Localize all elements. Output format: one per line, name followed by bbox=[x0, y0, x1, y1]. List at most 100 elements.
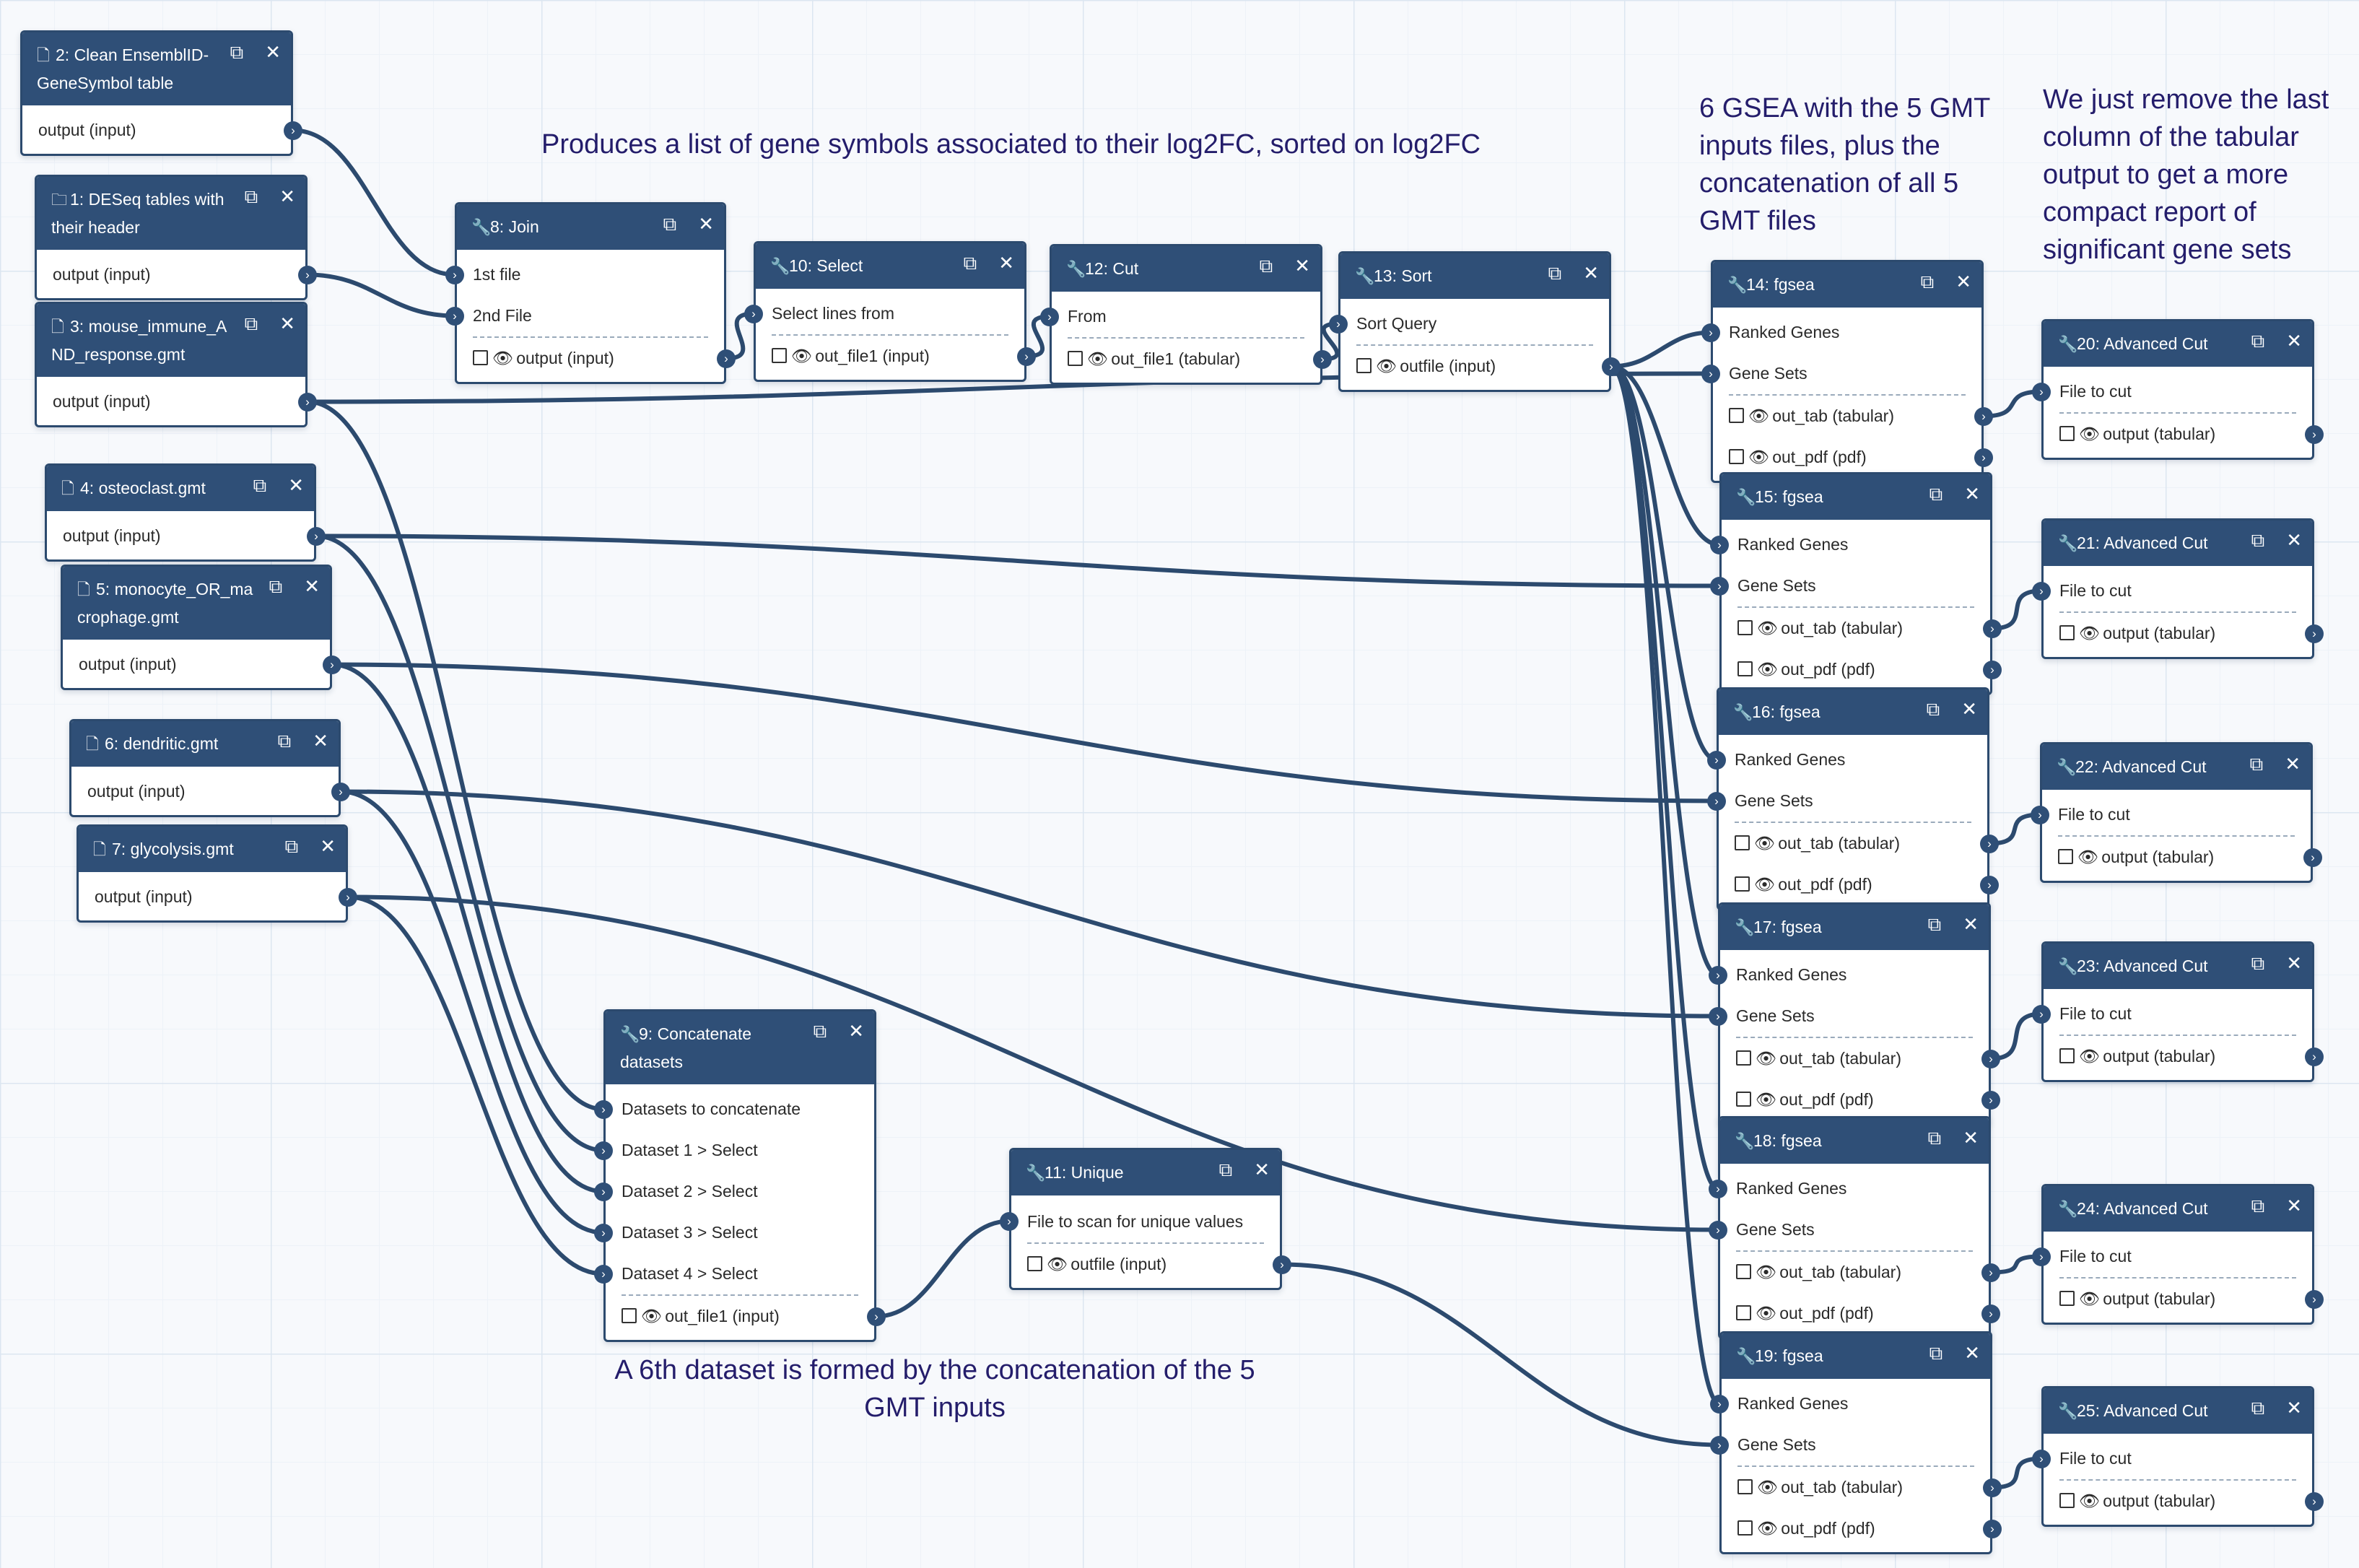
copy-icon[interactable]: ⧉ bbox=[1926, 698, 1940, 720]
input-terminal[interactable]: › bbox=[2032, 1247, 2051, 1266]
eye-icon[interactable]: 👁 bbox=[2079, 624, 2101, 643]
output-checkbox[interactable] bbox=[1737, 1479, 1753, 1495]
input-terminal[interactable]: › bbox=[1329, 314, 1348, 334]
close-icon[interactable]: ✕ bbox=[304, 575, 320, 597]
input-terminal[interactable]: › bbox=[594, 1223, 613, 1242]
connection-wire[interactable] bbox=[339, 789, 606, 1235]
copy-icon[interactable]: ⧉ bbox=[2251, 1397, 2265, 1419]
connection-wire[interactable] bbox=[1989, 1011, 2044, 1061]
output-checkbox[interactable] bbox=[1735, 835, 1750, 851]
output-terminal[interactable]: › bbox=[717, 349, 736, 368]
tool-node-advanced-cut[interactable]: 🔧23: Advanced Cut⧉✕ ›File to cut 👁output… bbox=[2032, 941, 2324, 1082]
close-icon[interactable]: ✕ bbox=[279, 313, 295, 334]
tool-node-sort[interactable]: 🔧13: Sort⧉✕ ›Sort Query 👁outfile (input)… bbox=[1329, 251, 1621, 392]
close-icon[interactable]: ✕ bbox=[1961, 698, 1977, 720]
eye-icon[interactable]: 👁 bbox=[1757, 660, 1779, 679]
node-header[interactable]: 🔧25: Advanced Cut⧉✕ bbox=[2044, 1388, 2312, 1434]
output-terminal[interactable]: › bbox=[1313, 349, 1332, 369]
output-terminal[interactable]: › bbox=[1017, 347, 1036, 366]
input-terminal[interactable]: › bbox=[445, 306, 464, 326]
input-node-clean-table[interactable]: 🗋2: Clean EnsemblID-GeneSymbol table⧉✕ o… bbox=[20, 30, 302, 156]
connection-wire[interactable] bbox=[1609, 330, 1713, 369]
copy-icon[interactable]: ⧉ bbox=[663, 213, 677, 235]
close-icon[interactable]: ✕ bbox=[2285, 753, 2301, 775]
node-header[interactable]: 🔧16: fgsea⧉✕ bbox=[1719, 689, 1987, 735]
tool-node-cut[interactable]: 🔧12: Cut⧉✕ ›From 👁out_file1 (tabular)› bbox=[1040, 244, 1332, 385]
connection-wire[interactable] bbox=[1280, 1262, 1722, 1447]
output-checkbox[interactable] bbox=[2058, 849, 2073, 865]
connection-wire[interactable] bbox=[339, 789, 1720, 1019]
node-header[interactable]: 🔧21: Advanced Cut⧉✕ bbox=[2044, 521, 2312, 566]
close-icon[interactable]: ✕ bbox=[848, 1020, 864, 1042]
copy-icon[interactable]: ⧉ bbox=[1259, 255, 1273, 276]
close-icon[interactable]: ✕ bbox=[313, 730, 328, 752]
input-terminal[interactable]: › bbox=[1709, 965, 1727, 985]
input-terminal[interactable]: › bbox=[1701, 323, 1720, 342]
input-node-dendritic-gmt[interactable]: 🗋6: dendritic.gmt⧉✕ output (input)› bbox=[69, 719, 350, 817]
close-icon[interactable]: ✕ bbox=[1964, 1342, 1980, 1364]
eye-icon[interactable]: 👁 bbox=[492, 349, 514, 367]
close-icon[interactable]: ✕ bbox=[288, 474, 304, 496]
copy-icon[interactable]: ⧉ bbox=[813, 1020, 827, 1042]
close-icon[interactable]: ✕ bbox=[1254, 1159, 1270, 1180]
eye-icon[interactable]: 👁 bbox=[1754, 875, 1776, 894]
tool-node-fgsea[interactable]: 🔧14: fgsea⧉✕ ›Ranked Genes ›Gene Sets 👁o… bbox=[1701, 260, 1993, 483]
tool-node-advanced-cut[interactable]: 🔧25: Advanced Cut⧉✕ ›File to cut 👁output… bbox=[2032, 1386, 2324, 1527]
output-terminal[interactable]: › bbox=[1983, 1478, 2002, 1497]
connection-wire[interactable] bbox=[1320, 321, 1340, 362]
connection-wire[interactable] bbox=[330, 662, 1719, 803]
output-terminal[interactable]: › bbox=[323, 655, 341, 674]
eye-icon[interactable]: 👁 bbox=[1376, 357, 1397, 375]
copy-icon[interactable]: ⧉ bbox=[2249, 753, 2264, 775]
output-terminal[interactable]: › bbox=[298, 265, 317, 284]
copy-icon[interactable]: ⧉ bbox=[2251, 952, 2265, 974]
node-header[interactable]: 🔧17: fgsea⧉✕ bbox=[1720, 905, 1989, 950]
tool-node-advanced-cut[interactable]: 🔧24: Advanced Cut⧉✕ ›File to cut 👁output… bbox=[2032, 1184, 2324, 1325]
output-checkbox[interactable] bbox=[2059, 1493, 2075, 1509]
node-header[interactable]: 🔧15: fgsea⧉✕ bbox=[1722, 474, 1990, 520]
output-terminal[interactable]: › bbox=[2305, 1491, 2324, 1511]
close-icon[interactable]: ✕ bbox=[2286, 1397, 2302, 1419]
eye-icon[interactable]: 👁 bbox=[2077, 848, 2099, 866]
node-header[interactable]: 🗋7: glycolysis.gmt⧉✕ bbox=[79, 827, 346, 872]
input-terminal[interactable]: › bbox=[2032, 1004, 2051, 1024]
input-node-osteoclast-gmt[interactable]: 🗋4: osteoclast.gmt⧉✕ output (input)› bbox=[45, 463, 326, 562]
connection-wire[interactable] bbox=[1990, 1456, 2044, 1490]
eye-icon[interactable]: 👁 bbox=[1756, 1090, 1777, 1109]
input-terminal[interactable]: › bbox=[1710, 576, 1729, 596]
output-checkbox[interactable] bbox=[1737, 1520, 1753, 1536]
output-terminal[interactable]: › bbox=[307, 526, 326, 546]
input-terminal[interactable]: › bbox=[1709, 1220, 1727, 1240]
output-terminal[interactable]: › bbox=[1983, 619, 2002, 638]
input-terminal[interactable]: › bbox=[2031, 805, 2049, 824]
output-checkbox[interactable] bbox=[1729, 408, 1744, 424]
eye-icon[interactable]: 👁 bbox=[1757, 1519, 1779, 1538]
close-icon[interactable]: ✕ bbox=[320, 835, 336, 857]
eye-icon[interactable]: 👁 bbox=[1757, 619, 1779, 637]
node-header[interactable]: 🔧20: Advanced Cut⧉✕ bbox=[2044, 321, 2312, 367]
connection-wire[interactable] bbox=[1981, 389, 2044, 419]
input-terminal[interactable]: › bbox=[1701, 364, 1720, 383]
connection-wire[interactable] bbox=[1609, 364, 1719, 762]
output-terminal[interactable]: › bbox=[298, 392, 317, 411]
input-node-deseq-tables[interactable]: 🗀1: DESeq tables with their header⧉✕ out… bbox=[35, 175, 317, 300]
output-terminal[interactable]: › bbox=[1981, 1304, 2000, 1323]
node-header[interactable]: 🔧14: fgsea⧉✕ bbox=[1713, 262, 1981, 308]
output-terminal[interactable]: › bbox=[1981, 1090, 2000, 1110]
connection-wire[interactable] bbox=[1987, 812, 2042, 846]
input-terminal[interactable]: › bbox=[594, 1141, 613, 1160]
tool-node-join[interactable]: 🔧8: Join⧉✕ ›1st file ›2nd File 👁output (… bbox=[445, 202, 736, 384]
eye-icon[interactable]: 👁 bbox=[1756, 1304, 1777, 1323]
copy-icon[interactable]: ⧉ bbox=[1927, 1127, 1942, 1149]
close-icon[interactable]: ✕ bbox=[2286, 330, 2302, 352]
connection-wire[interactable] bbox=[305, 272, 457, 318]
input-terminal[interactable]: › bbox=[594, 1264, 613, 1284]
node-header[interactable]: 🗋5: monocyte_OR_macrophage.gmt⧉✕ bbox=[63, 567, 330, 640]
output-checkbox[interactable] bbox=[1737, 661, 1753, 677]
close-icon[interactable]: ✕ bbox=[2286, 952, 2302, 974]
copy-icon[interactable]: ⧉ bbox=[1929, 1342, 1943, 1364]
close-icon[interactable]: ✕ bbox=[1294, 255, 1310, 276]
copy-icon[interactable]: ⧉ bbox=[244, 313, 258, 334]
input-terminal[interactable]: › bbox=[1000, 1211, 1019, 1231]
eye-icon[interactable]: 👁 bbox=[1047, 1255, 1068, 1273]
